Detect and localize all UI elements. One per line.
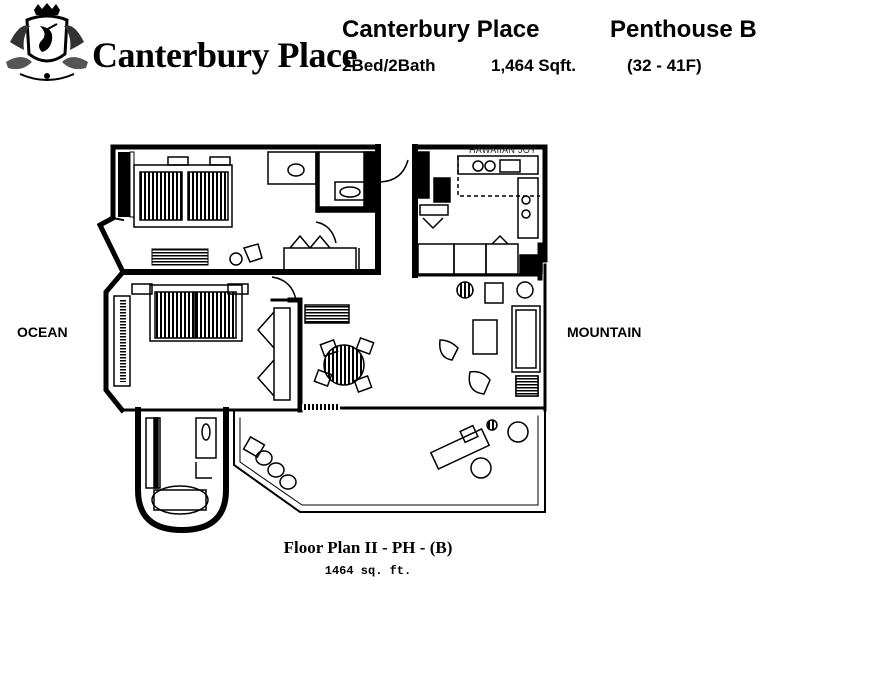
- floor-plan-area: 1464 sq. ft.: [324, 564, 412, 578]
- lower-bedroom-bed: [131, 283, 249, 342]
- living-furniture: [439, 281, 541, 397]
- lanai-furniture: [242, 419, 529, 490]
- logo: [2, 2, 298, 86]
- upper-bedroom-bed: [133, 156, 233, 228]
- logo-wordmark: Canterbury Place: [92, 35, 357, 75]
- floor-range: (32 - 41F): [627, 56, 702, 75]
- heraldic-crest-icon: [6, 3, 88, 81]
- watermark: HAWAIIAN JOY: [469, 145, 537, 155]
- building-name: Canterbury Place: [342, 16, 540, 43]
- dining-table: [304, 304, 375, 393]
- area-sqft: 1,464 Sqft.: [491, 56, 577, 75]
- beds-baths: 2Bed/2Bath: [342, 56, 436, 75]
- orientation-left-label: OCEAN: [17, 324, 68, 340]
- unit-name: Penthouse B: [610, 16, 757, 43]
- orientation-right-label: MOUNTAIN: [567, 324, 642, 340]
- floor-plan-caption: Floor Plan II - PH - (B): [283, 538, 453, 557]
- kitchen: [377, 151, 543, 275]
